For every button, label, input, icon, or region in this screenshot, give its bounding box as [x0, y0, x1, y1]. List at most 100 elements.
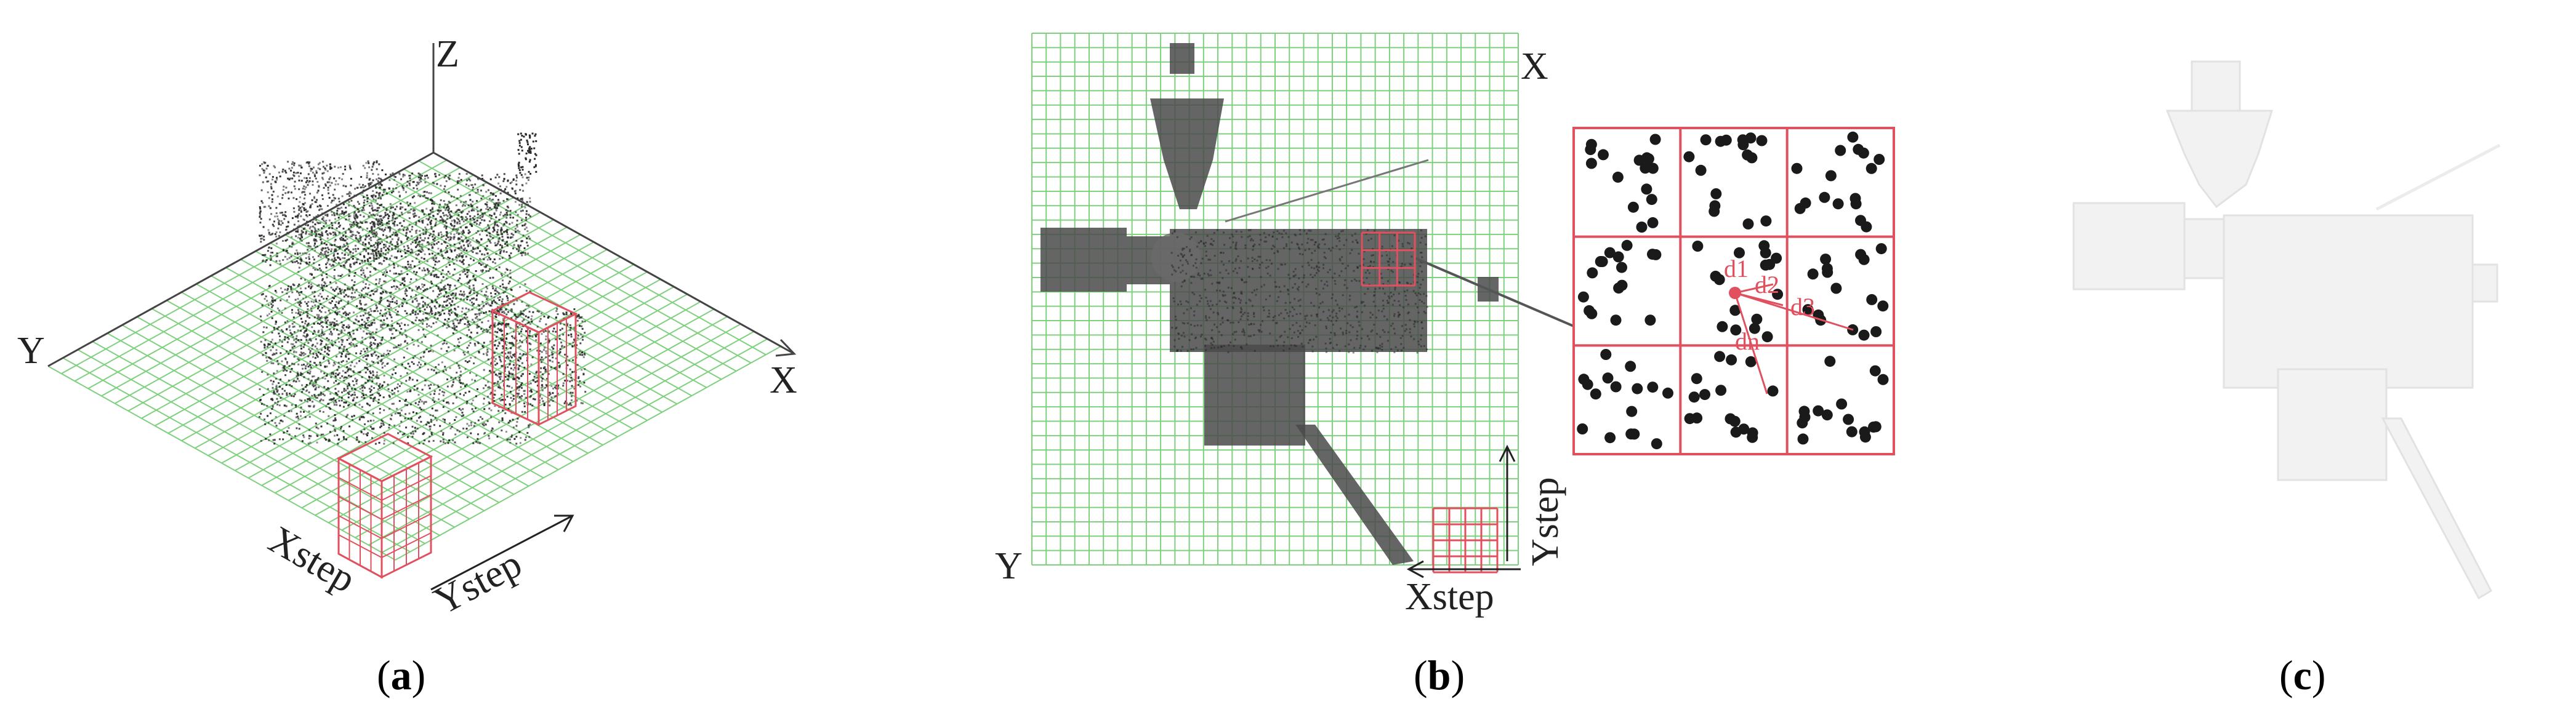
cloud-point	[449, 217, 451, 219]
cloud-point	[423, 213, 425, 215]
cloud-point	[432, 439, 435, 442]
cloud-point	[375, 304, 377, 306]
cloud-point	[352, 284, 355, 286]
cloud-point	[384, 313, 386, 316]
cloud-point	[414, 402, 417, 404]
cloud-point	[386, 317, 388, 319]
cloud-point	[292, 351, 295, 353]
cloud-point	[380, 339, 382, 342]
cloud-point	[411, 339, 414, 341]
cloud-point	[414, 354, 416, 357]
cloud-point	[421, 250, 422, 253]
cloud-point	[448, 211, 450, 214]
cloud-point	[467, 269, 470, 271]
cloud-point	[312, 183, 314, 186]
cloud-point	[483, 369, 485, 371]
cloud-point	[396, 183, 398, 186]
cloud-point	[547, 373, 550, 375]
cloud-point	[286, 299, 288, 302]
cloud-point	[326, 247, 329, 249]
cloud-point	[502, 319, 505, 322]
cloud-point	[528, 436, 531, 438]
cloud-point	[383, 324, 385, 326]
cloud-point	[380, 250, 382, 252]
cloud-point	[584, 368, 586, 370]
cloud-point	[470, 289, 472, 292]
cloud-point	[316, 322, 319, 324]
cloud-point	[418, 267, 421, 270]
cloud-point	[318, 186, 320, 188]
cloud-point	[306, 311, 308, 313]
cloud-point	[400, 322, 403, 324]
cloud-point	[305, 336, 307, 338]
cloud-point	[483, 377, 485, 380]
cloud-point	[429, 305, 431, 308]
cloud-point	[409, 230, 411, 233]
cloud-point	[544, 368, 547, 370]
cloud-point	[454, 419, 456, 421]
cloud-point	[381, 366, 384, 369]
cloud-point	[379, 252, 382, 255]
cloud-point	[409, 252, 412, 254]
cloud-point	[342, 324, 345, 326]
cloud-point	[446, 320, 449, 322]
cloud-point	[372, 209, 374, 212]
cloud-point	[326, 353, 329, 355]
cloud-point	[451, 220, 453, 222]
cloud-point	[395, 288, 397, 290]
cloud-point	[316, 284, 319, 287]
cloud-point	[415, 294, 417, 296]
cloud-point	[499, 359, 501, 361]
cloud-point	[426, 288, 429, 290]
cloud-point	[313, 295, 316, 298]
cloud-point	[477, 419, 480, 422]
cloud-point	[544, 346, 546, 349]
cloud-point	[304, 343, 306, 346]
cloud-point	[276, 215, 278, 218]
cloud-point	[390, 328, 393, 330]
cloud-point	[329, 312, 331, 314]
cloud-point	[441, 255, 444, 257]
cloud-point	[441, 306, 444, 308]
cloud-point	[456, 429, 459, 431]
cloud-point	[448, 177, 450, 179]
cloud-point	[321, 278, 324, 280]
cloud-point	[479, 250, 481, 252]
cloud-point	[511, 309, 513, 311]
cloud-point	[462, 231, 465, 234]
cloud-point	[353, 214, 355, 217]
cloud-point	[469, 299, 472, 302]
cloud-point	[278, 422, 281, 425]
cloud-point	[511, 236, 513, 238]
cloud-point	[372, 252, 374, 255]
cloud-point	[458, 407, 461, 410]
cloud-point	[431, 199, 433, 201]
cloud-point	[391, 234, 393, 236]
cloud-point	[326, 170, 329, 172]
cloud-point	[501, 245, 503, 247]
cloud-point	[497, 238, 500, 241]
cloud-point	[270, 259, 272, 261]
cloud-point	[464, 204, 466, 207]
cloud-point	[288, 410, 290, 412]
cloud-point	[355, 219, 357, 222]
cloud-point	[262, 260, 264, 262]
cloud-point	[340, 300, 342, 302]
cloud-point	[465, 428, 468, 430]
cloud-point	[340, 212, 342, 215]
cloud-point	[435, 218, 437, 220]
cloud-point	[510, 356, 513, 359]
cloud-point	[344, 283, 346, 286]
cloud-point	[315, 230, 318, 232]
cloud-point	[295, 235, 297, 238]
cloud-point	[460, 282, 462, 285]
cloud-point	[298, 179, 300, 182]
cloud-point	[352, 289, 354, 291]
cloud-point	[384, 226, 387, 229]
cloud-point	[289, 384, 291, 386]
cloud-point	[511, 222, 513, 224]
cloud-point	[397, 229, 400, 231]
cloud-point	[399, 345, 401, 347]
cloud-point	[345, 354, 347, 357]
cloud-point	[570, 335, 573, 338]
